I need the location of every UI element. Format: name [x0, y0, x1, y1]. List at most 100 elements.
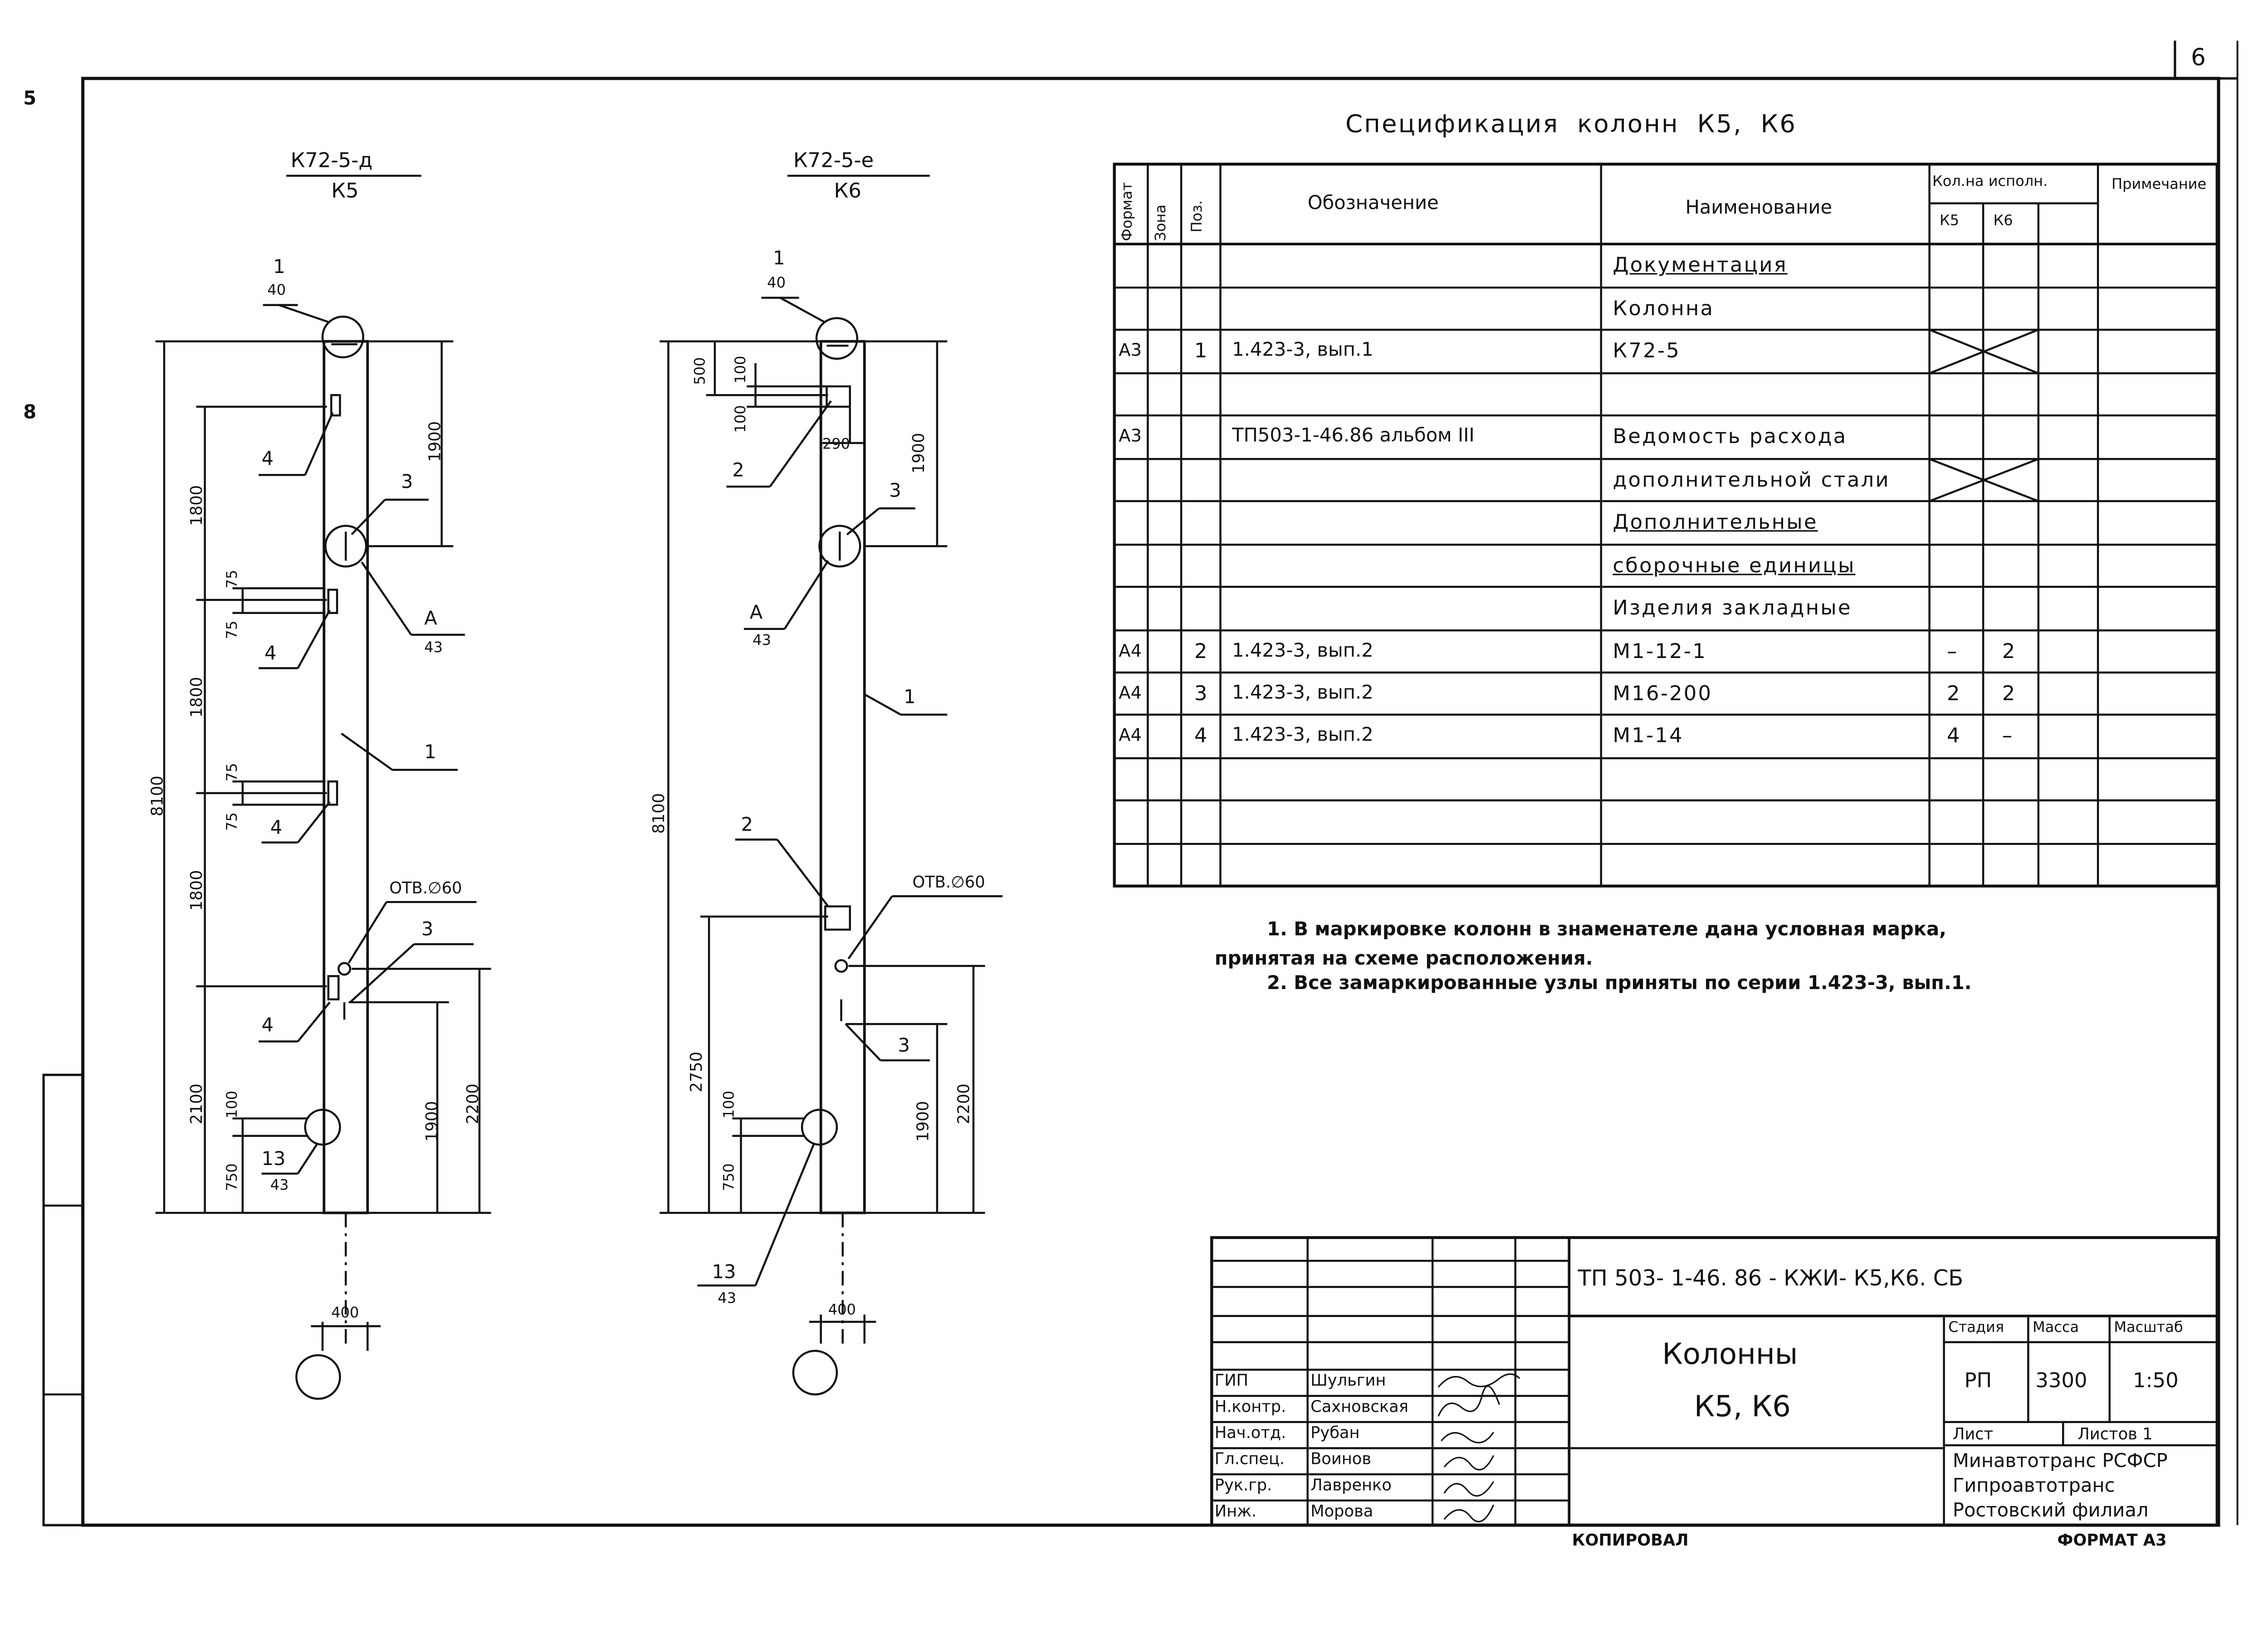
k6-callout-2: 2: [741, 814, 753, 837]
spec-cell-pos: 1: [1194, 340, 1207, 363]
k6-dim-1900: 1900: [909, 433, 929, 474]
k5-dim-1900: 1900: [425, 421, 445, 462]
spec-cell-des: 1.423-3, вып.2: [1232, 640, 1374, 663]
k5-callout-a-den: 43: [424, 640, 443, 657]
spec-cell-des: 1.423-3, вып.1: [1232, 340, 1374, 362]
stage-label: Стадия: [1948, 1320, 2004, 1336]
spec-cell-pos: 3: [1194, 683, 1207, 706]
k5-callout-1-den: 40: [267, 283, 286, 299]
k6-mark-top: К72-5-е: [793, 149, 874, 173]
k6-callout-2: 2: [732, 460, 744, 483]
spec-header-name: Наименование: [1685, 197, 1833, 219]
spec-cell-name: М16-200: [1613, 683, 1713, 706]
k5-dim-75: 75: [225, 620, 241, 639]
k6-dim-290: 290: [822, 437, 850, 453]
object-title-line2: К5, К6: [1694, 1389, 1791, 1424]
k5-dim-2200: 2200: [463, 1083, 483, 1125]
k5-callout-a-num: А: [424, 609, 437, 631]
k6-dim-width: 400: [828, 1303, 856, 1319]
spec-cell-name: К72-5: [1613, 340, 1681, 363]
spec-cell-name: сборочные единицы: [1613, 555, 1856, 578]
k5-callout-1-num: 1: [273, 257, 285, 279]
k6-callout-13-num: 13: [712, 1262, 736, 1284]
spec-cell-fmt: А4: [1119, 725, 1142, 746]
k6-callout-1: 1: [904, 687, 916, 709]
k5-callout-13-den: 43: [270, 1178, 289, 1194]
column-k6-body: [819, 340, 866, 1214]
k6-callout-1-den: 40: [767, 276, 786, 292]
staff-name: Шульгин: [1310, 1371, 1386, 1390]
k6-hole-label: ОТВ.∅60: [912, 873, 985, 892]
spec-header-zone: Зона: [1154, 204, 1170, 241]
k6-callout-a-num: А: [749, 603, 763, 625]
k5-dim-2100: 2100: [187, 1083, 206, 1125]
spec-title: Спецификация колонн К5, К6: [1345, 110, 1797, 140]
k5-callout-4: 4: [261, 1015, 274, 1037]
sheet-number: 6: [2191, 44, 2206, 71]
spec-header-k5: К5: [1940, 213, 1960, 230]
margin-stamp: [42, 1073, 84, 1526]
spec-header-designation: Обозначение: [1307, 193, 1439, 215]
spec-cell-des: 1.423-3, вып.2: [1232, 725, 1374, 747]
spec-cell-name: дополнительной стали: [1613, 469, 1890, 492]
k6-callout-3: 3: [898, 1035, 910, 1058]
spec-cell-name: Ведомость расхода: [1613, 425, 1848, 449]
k6-callout-3: 3: [889, 481, 901, 503]
note-1b: принятая на схеме расположения.: [1214, 948, 1593, 970]
k5-callout-3: 3: [421, 919, 434, 941]
k6-dim-100: 100: [722, 1091, 738, 1119]
spec-cell-name: Документация: [1613, 254, 1788, 278]
staff-name: Рубан: [1310, 1423, 1360, 1443]
k5-callout-4: 4: [261, 449, 274, 471]
k5-hole-label: ОТВ.∅60: [389, 878, 462, 898]
margin-mark: 5: [23, 88, 37, 111]
spec-header-note: Примечание: [2112, 177, 2207, 193]
spec-cell-name: М1-12-1: [1613, 640, 1707, 664]
mass-label: Масса: [2032, 1320, 2079, 1336]
staff-name: Воинов: [1310, 1449, 1372, 1469]
k5-dim-total: 8100: [148, 775, 167, 817]
spec-header-qty: Кол.на исполн.: [1932, 174, 2048, 190]
staff-role: Нач.отд.: [1214, 1423, 1286, 1443]
sheet-label: Лист: [1952, 1425, 1994, 1444]
spec-cell-k6: 2: [2002, 683, 2015, 706]
k5-dim-75: 75: [225, 812, 241, 831]
k6-dim-750: 750: [722, 1163, 738, 1191]
spec-cell-fmt: А3: [1119, 425, 1142, 446]
k5-dim-1800: 1800: [187, 870, 206, 911]
k6-dim-100: 100: [733, 405, 750, 433]
spec-cell-pos: 2: [1194, 640, 1207, 664]
spec-cell-fmt: А4: [1119, 683, 1142, 703]
spec-header-k6: К6: [1993, 213, 2013, 230]
note-2: 2. Все замаркированные узлы приняты по с…: [1267, 973, 1972, 995]
k6-dim-1900b: 1900: [914, 1101, 933, 1142]
spec-cell-k5: 2: [1947, 683, 1960, 706]
k6-dim-100: 100: [733, 356, 750, 384]
signatures: [1437, 1373, 1520, 1522]
k6-callout-13-den: 43: [718, 1291, 737, 1307]
spec-header-format: Формат: [1120, 182, 1136, 241]
k5-dim-1900b: 1900: [423, 1101, 442, 1142]
column-k6-drawing: [660, 175, 1003, 1396]
object-title-line1: Колонны: [1662, 1336, 1798, 1371]
k6-callout-1-num: 1: [772, 248, 785, 270]
scale-label: Масштаб: [2114, 1320, 2183, 1336]
staff-role: Рук.гр.: [1214, 1476, 1272, 1495]
k5-dim-750: 750: [225, 1163, 241, 1191]
document-code: ТП 503- 1-46. 86 - КЖИ- К5,К6. СБ: [1578, 1265, 1964, 1292]
staff-role: Гл.спец.: [1214, 1449, 1285, 1469]
title-block-lines: [1210, 1236, 2219, 1527]
k5-dim-width: 400: [331, 1306, 359, 1322]
k6-dim-500: 500: [693, 357, 709, 385]
k5-dim-75: 75: [225, 763, 241, 782]
spec-cell-fmt: А4: [1119, 640, 1142, 661]
sheets-count: Листов 1: [2077, 1425, 2153, 1444]
spec-cell-k6: –: [2002, 725, 2013, 748]
k5-callout-13-num: 13: [261, 1149, 286, 1171]
staff-name: Сахновская: [1310, 1397, 1408, 1416]
spec-cell-des: ТП503-1-46.86 альбом III: [1232, 425, 1475, 448]
staff-role: Инж.: [1214, 1502, 1257, 1521]
spec-cell-name: М1-14: [1613, 725, 1684, 748]
k5-dim-75: 75: [225, 570, 241, 589]
